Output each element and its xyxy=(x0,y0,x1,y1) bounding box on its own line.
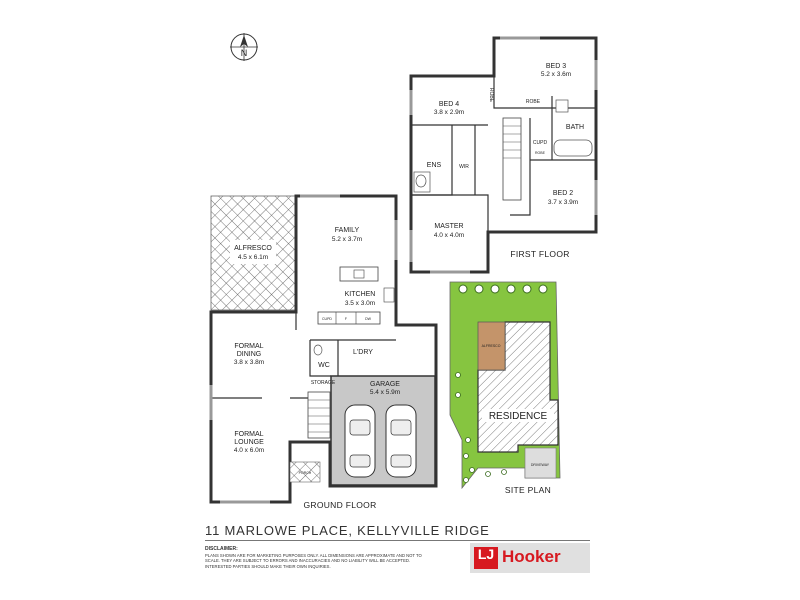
room-bed3: BED 3 xyxy=(546,63,566,70)
brand-logo-name: Hooker xyxy=(502,547,561,566)
site-driveway xyxy=(524,447,557,479)
room-dining-line2: DINING xyxy=(237,351,262,358)
room-robe-1: ROBE xyxy=(488,88,494,103)
site-plan: RESIDENCE ALFRESCO DRIVEWAY SITE PLAN xyxy=(449,281,561,495)
cooktop xyxy=(383,287,395,303)
room-alfresco: ALFRESCO xyxy=(234,245,272,252)
north-arrow-icon: N xyxy=(230,33,258,61)
room-bed3-dim: 5.2 x 3.6m xyxy=(541,71,571,78)
first-floor-stairs xyxy=(502,117,522,201)
room-robe-3: ROBE xyxy=(535,151,546,155)
room-wir: WIR xyxy=(459,164,469,170)
room-kitchen: KITCHEN xyxy=(345,291,376,298)
toilet xyxy=(415,174,427,188)
hedge-icon xyxy=(458,284,548,294)
room-lounge-dim: 4.0 x 6.0m xyxy=(234,447,264,454)
site-alfresco xyxy=(477,321,506,371)
kitchen-counter xyxy=(317,311,381,325)
room-storage: STORAGE xyxy=(311,380,336,386)
brand-logo: LJ Hooker xyxy=(470,543,590,573)
room-dining-dim: 3.8 x 3.8m xyxy=(234,359,264,366)
vanity xyxy=(555,99,569,113)
room-dining-line1: FORMAL xyxy=(234,343,263,350)
bathtub xyxy=(553,139,593,157)
room-ens: ENS xyxy=(427,162,442,169)
room-cupd: CUPD xyxy=(533,140,548,146)
site-driveway-label: DRIVEWAY xyxy=(531,463,550,467)
room-porch: PORCH xyxy=(299,471,312,475)
room-garage-dim: 5.4 x 5.9m xyxy=(370,389,400,396)
disclaimer-heading: DISCLAIMER: xyxy=(205,546,238,552)
room-ldry: L'DRY xyxy=(353,349,373,356)
site-alfresco-label: ALFRESCO xyxy=(482,344,501,348)
room-alfresco-dim: 4.5 x 6.1m xyxy=(238,254,268,261)
ground-floor-stairs xyxy=(307,391,331,439)
room-lounge-line2: LOUNGE xyxy=(234,439,264,446)
ground-floor-plan: FAMILY 5.2 x 3.7m ALFRESCO 4.5 x 6.1m KI… xyxy=(209,194,438,510)
ground-floor-title: GROUND FLOOR xyxy=(303,500,376,510)
shrub-icon xyxy=(455,372,507,483)
room-bed2: BED 2 xyxy=(553,190,573,197)
room-family-dim: 5.2 x 3.7m xyxy=(332,236,362,243)
car-icon xyxy=(385,404,417,478)
first-floor-plan: BED 3 5.2 x 3.6m BED 4 3.8 x 2.9m BATH R… xyxy=(409,36,598,274)
room-kitchen-fridge: F xyxy=(345,317,347,321)
site-plan-title: SITE PLAN xyxy=(505,485,551,495)
first-floor-title: FIRST FLOOR xyxy=(510,249,569,259)
brand-logo-mark xyxy=(474,547,498,569)
shower xyxy=(413,171,431,193)
room-robe-2: ROBE xyxy=(526,99,541,105)
room-wc: WC xyxy=(318,362,330,369)
room-kitchen-dw: DW xyxy=(365,317,372,321)
porch-area xyxy=(289,461,321,483)
room-master: MASTER xyxy=(434,223,463,230)
room-kitchen-dim: 3.5 x 3.0m xyxy=(345,300,375,307)
wc-toilet xyxy=(313,344,323,356)
room-garage: GARAGE xyxy=(370,381,400,388)
kitchen-sink xyxy=(353,269,365,279)
room-bed4: BED 4 xyxy=(439,101,459,108)
property-address: 11 MARLOWE PLACE, KELLYVILLE RIDGE xyxy=(205,523,490,538)
divider xyxy=(205,540,590,541)
compass-label: N xyxy=(241,48,248,58)
room-bed4-dim: 3.8 x 2.9m xyxy=(434,109,464,116)
room-bath: BATH xyxy=(566,124,584,131)
room-master-dim: 4.0 x 4.0m xyxy=(434,232,464,239)
room-kitchen-cupd: CUPD xyxy=(322,317,332,321)
room-family: FAMILY xyxy=(335,227,360,234)
disclaimer-body: PLANS SHOWN ARE FOR MARKETING PURPOSES O… xyxy=(205,553,422,569)
room-bed2-dim: 3.7 x 3.9m xyxy=(548,199,578,206)
car-icon xyxy=(344,404,376,478)
brand-logo-lj: LJ xyxy=(477,546,495,562)
room-lounge-line1: FORMAL xyxy=(234,431,263,438)
site-residence-label: RESIDENCE xyxy=(489,411,548,422)
